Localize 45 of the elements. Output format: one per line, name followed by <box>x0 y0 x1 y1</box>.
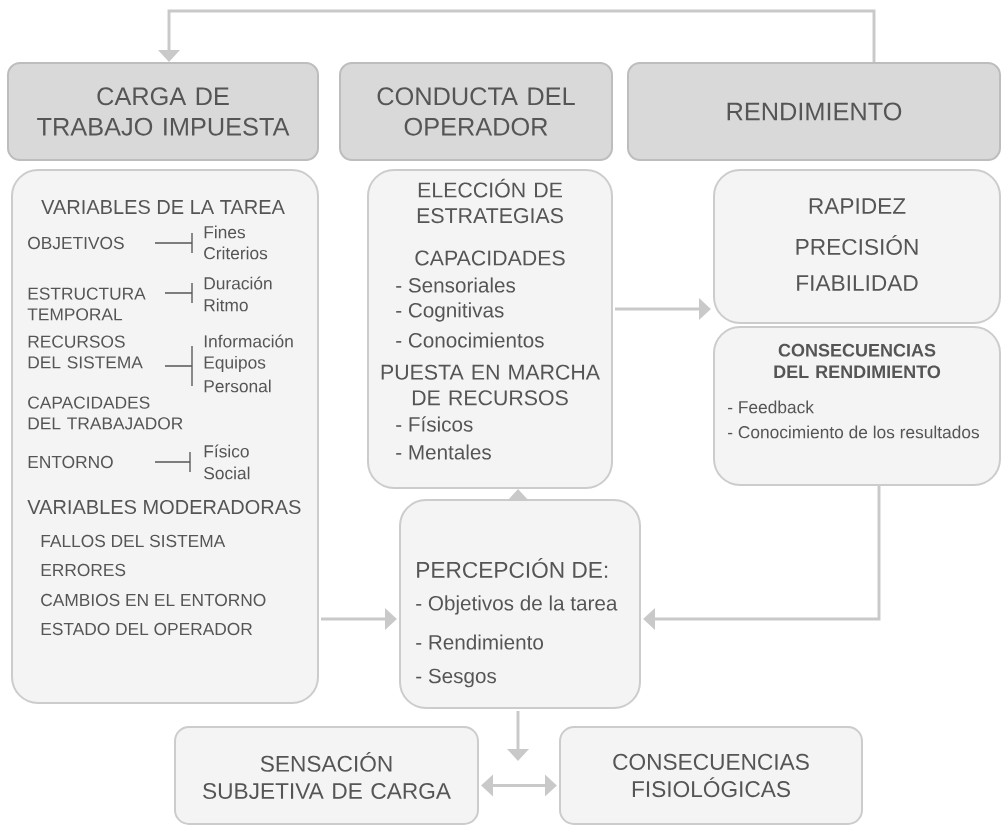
section-heading: CAPACIDADES <box>415 250 565 266</box>
term-text: RECURSOS DEL SISTEMA <box>28 335 143 369</box>
list-item: Equipos <box>204 355 266 373</box>
list-item: - Conocimiento de los resultados <box>728 425 979 439</box>
list-item: ERRORES <box>41 563 126 577</box>
list-item: - Objetivos de la tarea <box>416 595 618 615</box>
term-text: CAPACIDADES DEL TRABAJADOR <box>28 396 183 430</box>
list-item: - Sensoriales <box>396 277 516 293</box>
term-text: OBJETIVOS <box>28 236 124 250</box>
list-item: Información <box>204 334 293 348</box>
section-heading: VARIABLES DE LA TAREA <box>41 199 285 215</box>
list-item: - Sesgos <box>416 668 497 688</box>
list-item: Personal <box>204 379 271 393</box>
list-item: Criterios <box>204 246 268 260</box>
header-box: CONDUCTA DEL OPERADOR <box>339 62 613 161</box>
section-heading: VARIABLES MODERADORAS <box>27 499 301 515</box>
header-box: RENDIMIENTO <box>627 62 1001 161</box>
section-heading: PERCEPCIÓN DE: <box>417 558 608 578</box>
list-item: - Cognitivas <box>396 302 504 322</box>
section-heading: ELECCIÓN DE ESTRATEGIAS <box>417 178 563 224</box>
list-item: - Mentales <box>396 444 491 460</box>
section-heading: CONSECUENCIAS DEL RENDIMIENTO <box>774 343 941 379</box>
list-item: ESTADO DEL OPERADOR <box>41 622 252 636</box>
arrow <box>643 486 881 631</box>
rounded-box: CONSECUENCIAS FISIOLÓGICAS <box>559 726 863 825</box>
metric-text: FIABILIDAD <box>797 275 918 291</box>
list-item: Ritmo <box>204 298 248 312</box>
list-item: - Rendimiento <box>416 634 543 650</box>
list-item: CAMBIOS EN EL ENTORNO <box>41 593 266 607</box>
term-text: ENTORNO <box>28 455 113 469</box>
arrow <box>481 774 557 797</box>
header-box: CARGA DE TRABAJO IMPUESTA <box>7 62 319 161</box>
list-item: Fines <box>204 225 246 239</box>
rounded-box: SENSACIÓN SUBJETIVA DE CARGA <box>174 726 479 825</box>
list-item: - Físicos <box>396 416 473 432</box>
section-heading: PUESTA EN MARCHA DE RECURSOS <box>381 364 600 406</box>
list-item: Duración <box>204 276 272 290</box>
term-text: ESTRUCTURA TEMPORAL <box>27 287 146 321</box>
list-item: Físico <box>204 444 249 458</box>
list-item: - Conocimientos <box>396 332 544 348</box>
metric-text: RAPIDEZ <box>809 198 906 214</box>
list-item: - Feedback <box>728 400 814 414</box>
list-item: FALLOS DEL SISTEMA <box>41 534 226 548</box>
metric-text: PRECISIÓN <box>796 235 918 255</box>
list-item: Social <box>204 466 250 480</box>
